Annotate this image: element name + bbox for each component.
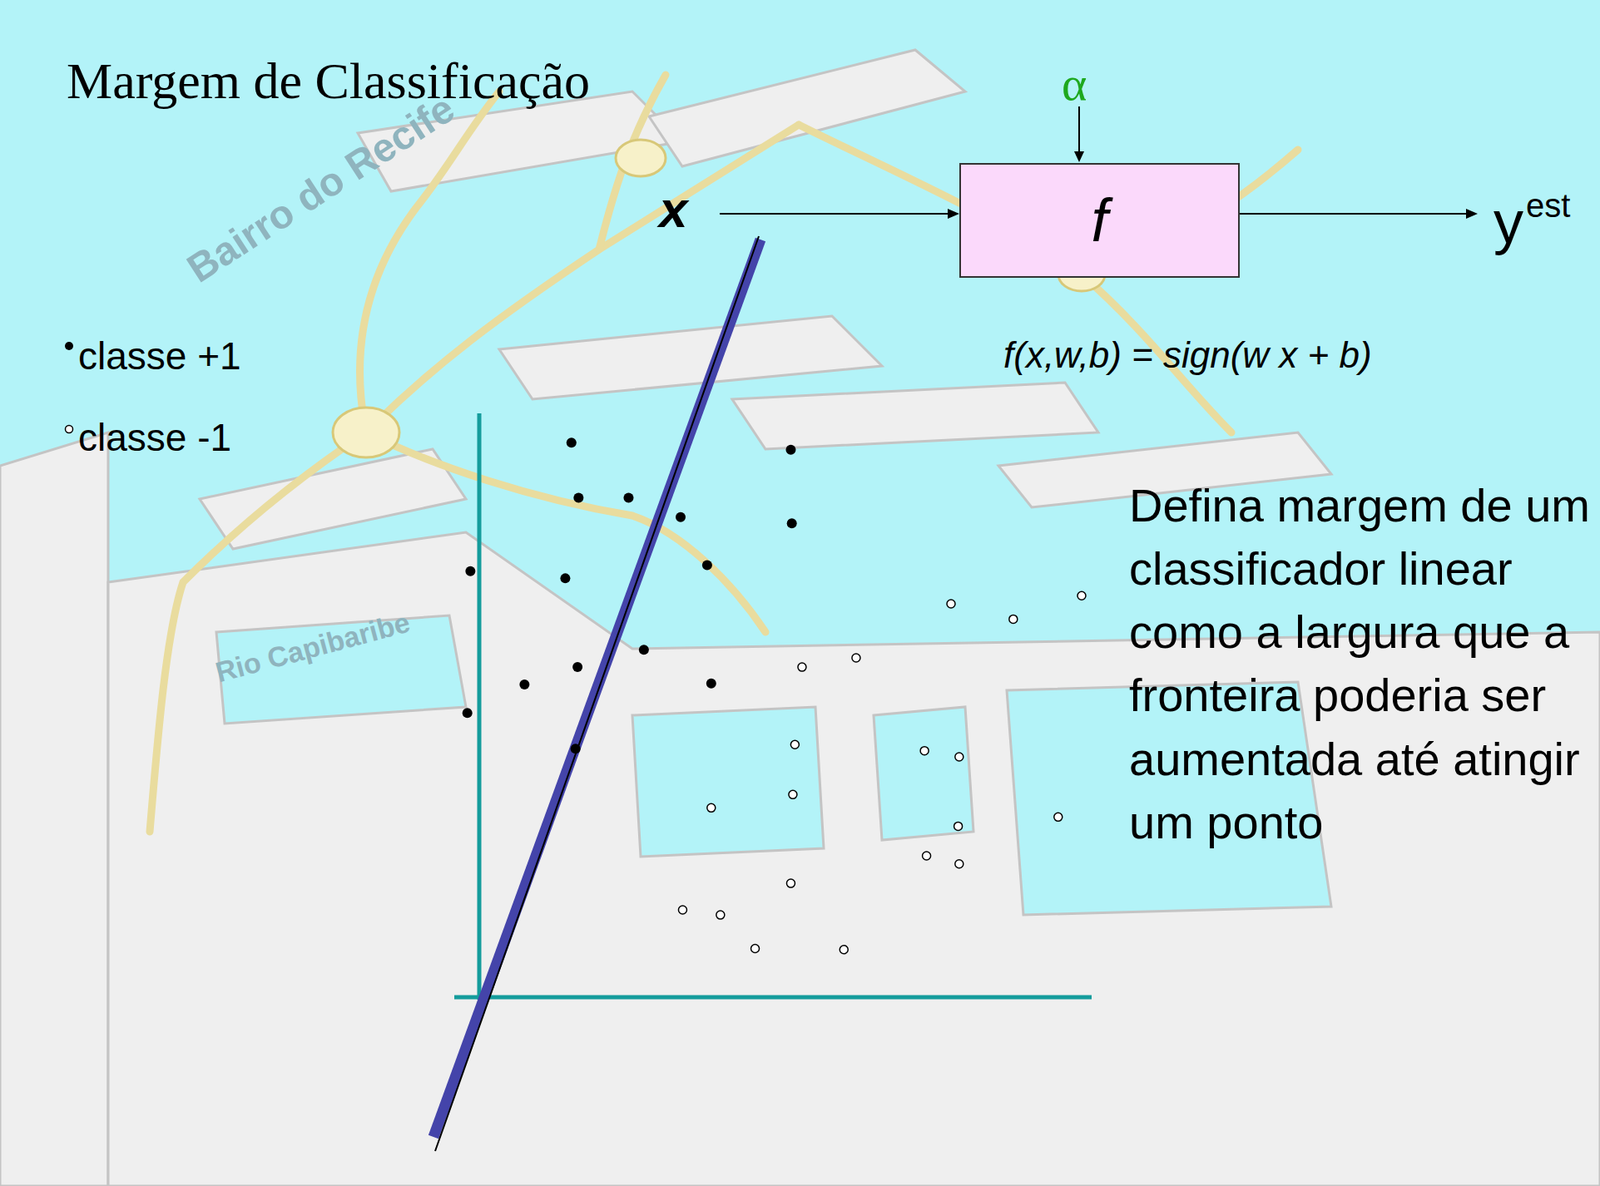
classifier-formula: f(x,w,b) = sign(w x + b): [1003, 334, 1373, 377]
positive-point: [639, 644, 649, 655]
margin-definition: Defina margem de um classificador linear…: [1129, 474, 1592, 855]
positive-point: [570, 743, 581, 754]
positive-point: [572, 662, 583, 673]
legend-text: classe -1: [78, 415, 232, 461]
negative-point: [955, 860, 964, 869]
negative-point: [1009, 614, 1018, 624]
negative-point: [678, 906, 687, 915]
positive-point: [785, 445, 796, 456]
negative-point: [954, 822, 963, 831]
neuron-branches: [149, 74, 1298, 833]
output-symbol: y: [1493, 188, 1524, 258]
map-watermark: Rio Capibaribe: [212, 606, 414, 690]
positive-point: [465, 566, 476, 577]
negative-point: [852, 653, 861, 663]
legend-text: classe +1: [78, 333, 242, 379]
positive-point: [675, 512, 686, 523]
positive-point: [573, 492, 584, 503]
function-symbol: f: [1090, 186, 1108, 255]
function-box: f: [959, 163, 1240, 278]
decision-boundary-band: [433, 239, 761, 1138]
map-watermark: Bairro do Recife: [178, 85, 463, 293]
output-superscript: est: [1525, 186, 1571, 225]
data-points: [462, 437, 1086, 955]
negative-point: [716, 911, 725, 920]
negative-point: [1054, 812, 1063, 822]
parameter-symbol: α: [1061, 56, 1087, 113]
negative-point: [946, 599, 956, 609]
legend-entry: classe +1: [63, 332, 242, 380]
negative-point: [797, 663, 807, 672]
street-blocks: [0, 49, 1600, 1186]
filled-dot-sample: [63, 332, 75, 380]
positive-point: [787, 518, 798, 529]
negative-point: [788, 790, 798, 799]
positive-point: [519, 679, 530, 690]
negative-point: [922, 852, 932, 861]
positive-point: [706, 678, 717, 689]
negative-point: [920, 747, 929, 756]
positive-point: [623, 492, 634, 503]
legend-entry: classe -1: [63, 414, 232, 461]
plot-axes: [454, 413, 1092, 1001]
decision-boundary-line: [435, 236, 759, 1152]
positive-point: [566, 437, 577, 448]
negative-point: [707, 803, 716, 813]
positive-point: [559, 573, 570, 584]
open-dot-sample: [63, 414, 75, 461]
negative-point: [955, 752, 964, 762]
negative-point: [839, 946, 848, 955]
slide-title: Margem de Classificação: [66, 51, 590, 111]
negative-point: [1077, 591, 1086, 600]
input-symbol: x: [658, 179, 688, 239]
positive-point: [462, 708, 473, 719]
negative-point: [790, 740, 799, 749]
negative-point: [751, 945, 760, 954]
positive-point: [702, 559, 713, 570]
negative-point: [786, 879, 795, 888]
